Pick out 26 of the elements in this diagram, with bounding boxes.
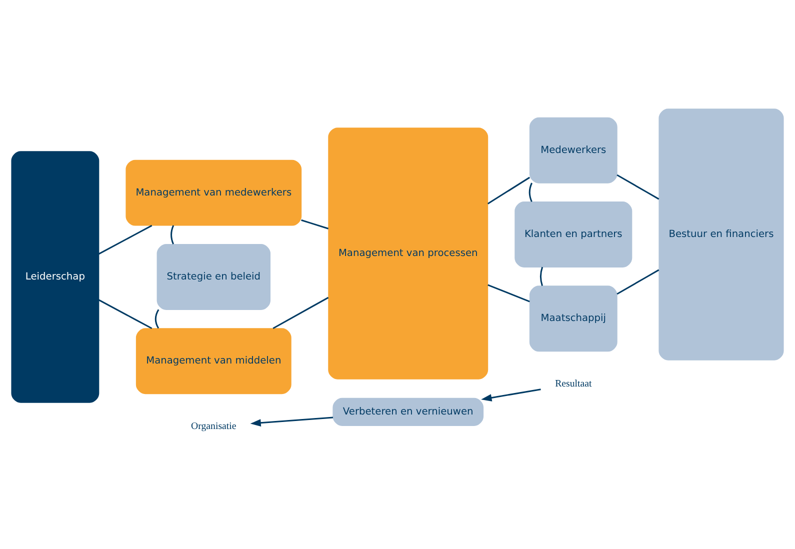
node-box: Medewerkers bbox=[529, 117, 618, 184]
node-box: Management van middelen bbox=[136, 328, 292, 394]
arrow bbox=[250, 416, 334, 427]
connector bbox=[616, 269, 660, 295]
node-text: Organisatie bbox=[191, 420, 236, 432]
connector bbox=[170, 225, 174, 244]
connector bbox=[528, 182, 532, 202]
node-text: Resultaat bbox=[555, 378, 592, 390]
connector bbox=[540, 266, 544, 286]
node-box: Maatschappij bbox=[529, 286, 618, 352]
connector bbox=[98, 224, 152, 255]
node-box: Leiderschap bbox=[11, 151, 100, 403]
arrow bbox=[481, 388, 541, 402]
node-box: Management van medewerkers bbox=[126, 160, 302, 226]
connector bbox=[272, 296, 329, 330]
node-box: Strategie en beleid bbox=[156, 244, 270, 310]
connector bbox=[98, 299, 152, 330]
connector bbox=[487, 176, 530, 204]
node-box: Verbeteren en vernieuwen bbox=[332, 398, 484, 426]
connector bbox=[488, 284, 530, 302]
node-box: Bestuur en financiers bbox=[658, 108, 784, 360]
connector bbox=[301, 219, 329, 230]
node-box: Management van processen bbox=[328, 128, 488, 380]
connector bbox=[154, 309, 160, 329]
connector bbox=[616, 174, 660, 200]
node-box: Klanten en partners bbox=[514, 202, 632, 268]
